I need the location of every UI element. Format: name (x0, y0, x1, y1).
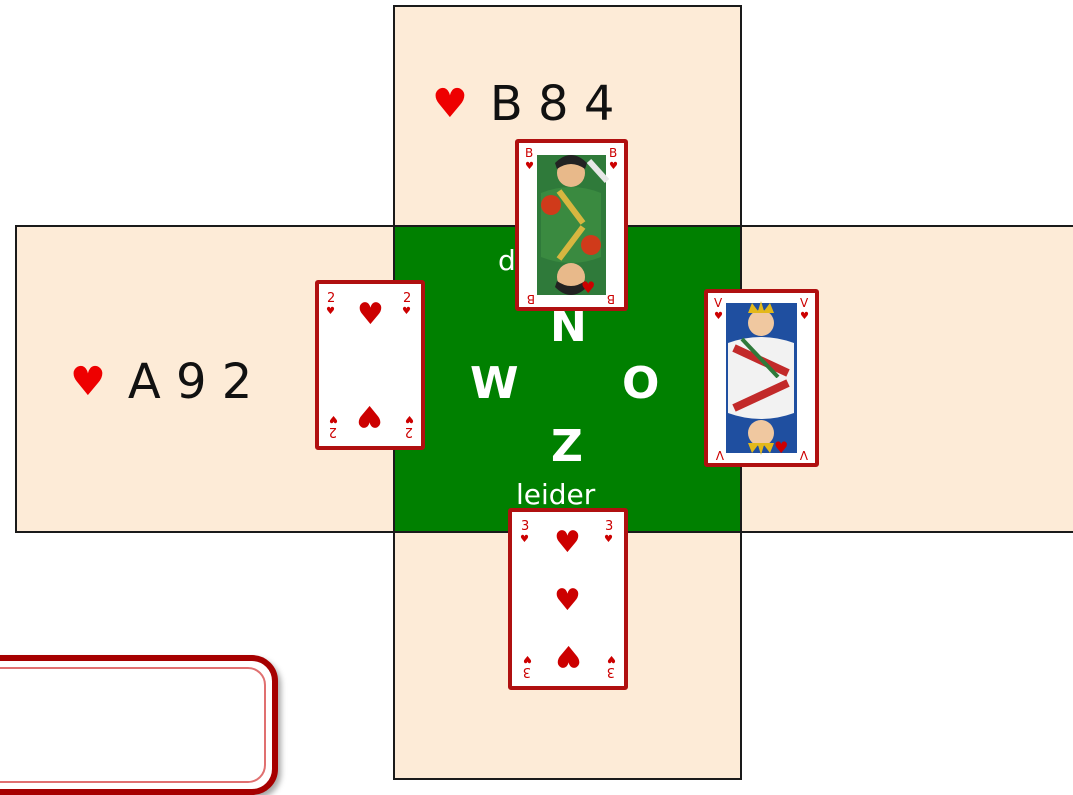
svg-text:♥: ♥ (714, 311, 723, 322)
svg-text:♥: ♥ (774, 438, 788, 457)
heart-suit-icon: ♥ (432, 81, 468, 127)
svg-text:♥: ♥ (604, 534, 613, 545)
svg-text:♥: ♥ (607, 653, 616, 664)
played-card-south[interactable]: 3 3 ♥ ♥ ♥ ♥ 3 3 ♥ ♥ ♥ (508, 508, 628, 690)
svg-text:V: V (799, 448, 808, 462)
svg-text:♥: ♥ (609, 161, 618, 172)
svg-text:♥: ♥ (402, 306, 411, 317)
north-hand-cards[interactable]: B 8 4 (490, 76, 615, 132)
svg-text:3: 3 (523, 664, 531, 679)
svg-text:♥: ♥ (581, 278, 595, 297)
card-rank-top: 3 (521, 519, 529, 534)
leader-label: leider (516, 481, 595, 509)
heart-suit-icon: ♥ (70, 359, 106, 405)
jack-of-hearts-card-image: B B ♥ ♥ B B ♥ (519, 143, 624, 307)
svg-text:2: 2 (405, 424, 413, 439)
two-of-hearts-card-image: 2 2 ♥ ♥ ♥ 2 2 ♥ ♥ ♥ (319, 284, 421, 446)
svg-text:♥: ♥ (523, 653, 532, 664)
svg-text:B: B (607, 292, 615, 306)
svg-text:♥: ♥ (356, 398, 383, 433)
svg-text:♥: ♥ (800, 311, 809, 322)
card-rank-top-right: 2 (403, 291, 411, 306)
svg-text:♥: ♥ (405, 413, 414, 424)
compass-north: N (550, 305, 587, 349)
svg-text:3: 3 (607, 664, 615, 679)
svg-text:♥: ♥ (520, 534, 529, 545)
svg-text:V: V (715, 448, 724, 462)
card-rank-top: 2 (327, 291, 335, 306)
message-box-inner (0, 667, 266, 783)
compass-south: Z (551, 425, 583, 469)
played-card-east[interactable]: V V ♥ ♥ ♥ V V (704, 289, 819, 467)
card-rank-top: V (714, 296, 723, 310)
svg-text:♥: ♥ (554, 583, 581, 618)
queen-of-hearts-card-image: V V ♥ ♥ ♥ V V (708, 293, 815, 463)
svg-text:♥: ♥ (525, 161, 534, 172)
compass-west: W (470, 362, 519, 406)
svg-text:♥: ♥ (329, 413, 338, 424)
played-card-north[interactable]: B B ♥ ♥ B B ♥ (515, 139, 628, 311)
compass-east: O (622, 362, 659, 406)
svg-text:♥: ♥ (357, 297, 384, 332)
card-rank-top: B (525, 146, 533, 160)
card-rank-top-right: B (609, 146, 617, 160)
svg-text:B: B (527, 292, 535, 306)
message-box (0, 655, 278, 795)
svg-text:♥: ♥ (554, 525, 581, 560)
card-rank-top-right: 3 (605, 519, 613, 534)
west-hand-cards[interactable]: A 9 2 (128, 354, 252, 410)
played-card-west[interactable]: 2 2 ♥ ♥ ♥ 2 2 ♥ ♥ ♥ (315, 280, 425, 450)
three-of-hearts-card-image: 3 3 ♥ ♥ ♥ ♥ 3 3 ♥ ♥ ♥ (512, 512, 624, 686)
north-hand-hearts[interactable]: ♥B 8 4 (432, 80, 614, 128)
svg-text:♥: ♥ (555, 638, 582, 673)
card-rank-top-right: V (800, 296, 809, 310)
west-hand-hearts[interactable]: ♥A 9 2 (70, 358, 252, 406)
svg-text:♥: ♥ (326, 306, 335, 317)
svg-text:2: 2 (329, 424, 337, 439)
